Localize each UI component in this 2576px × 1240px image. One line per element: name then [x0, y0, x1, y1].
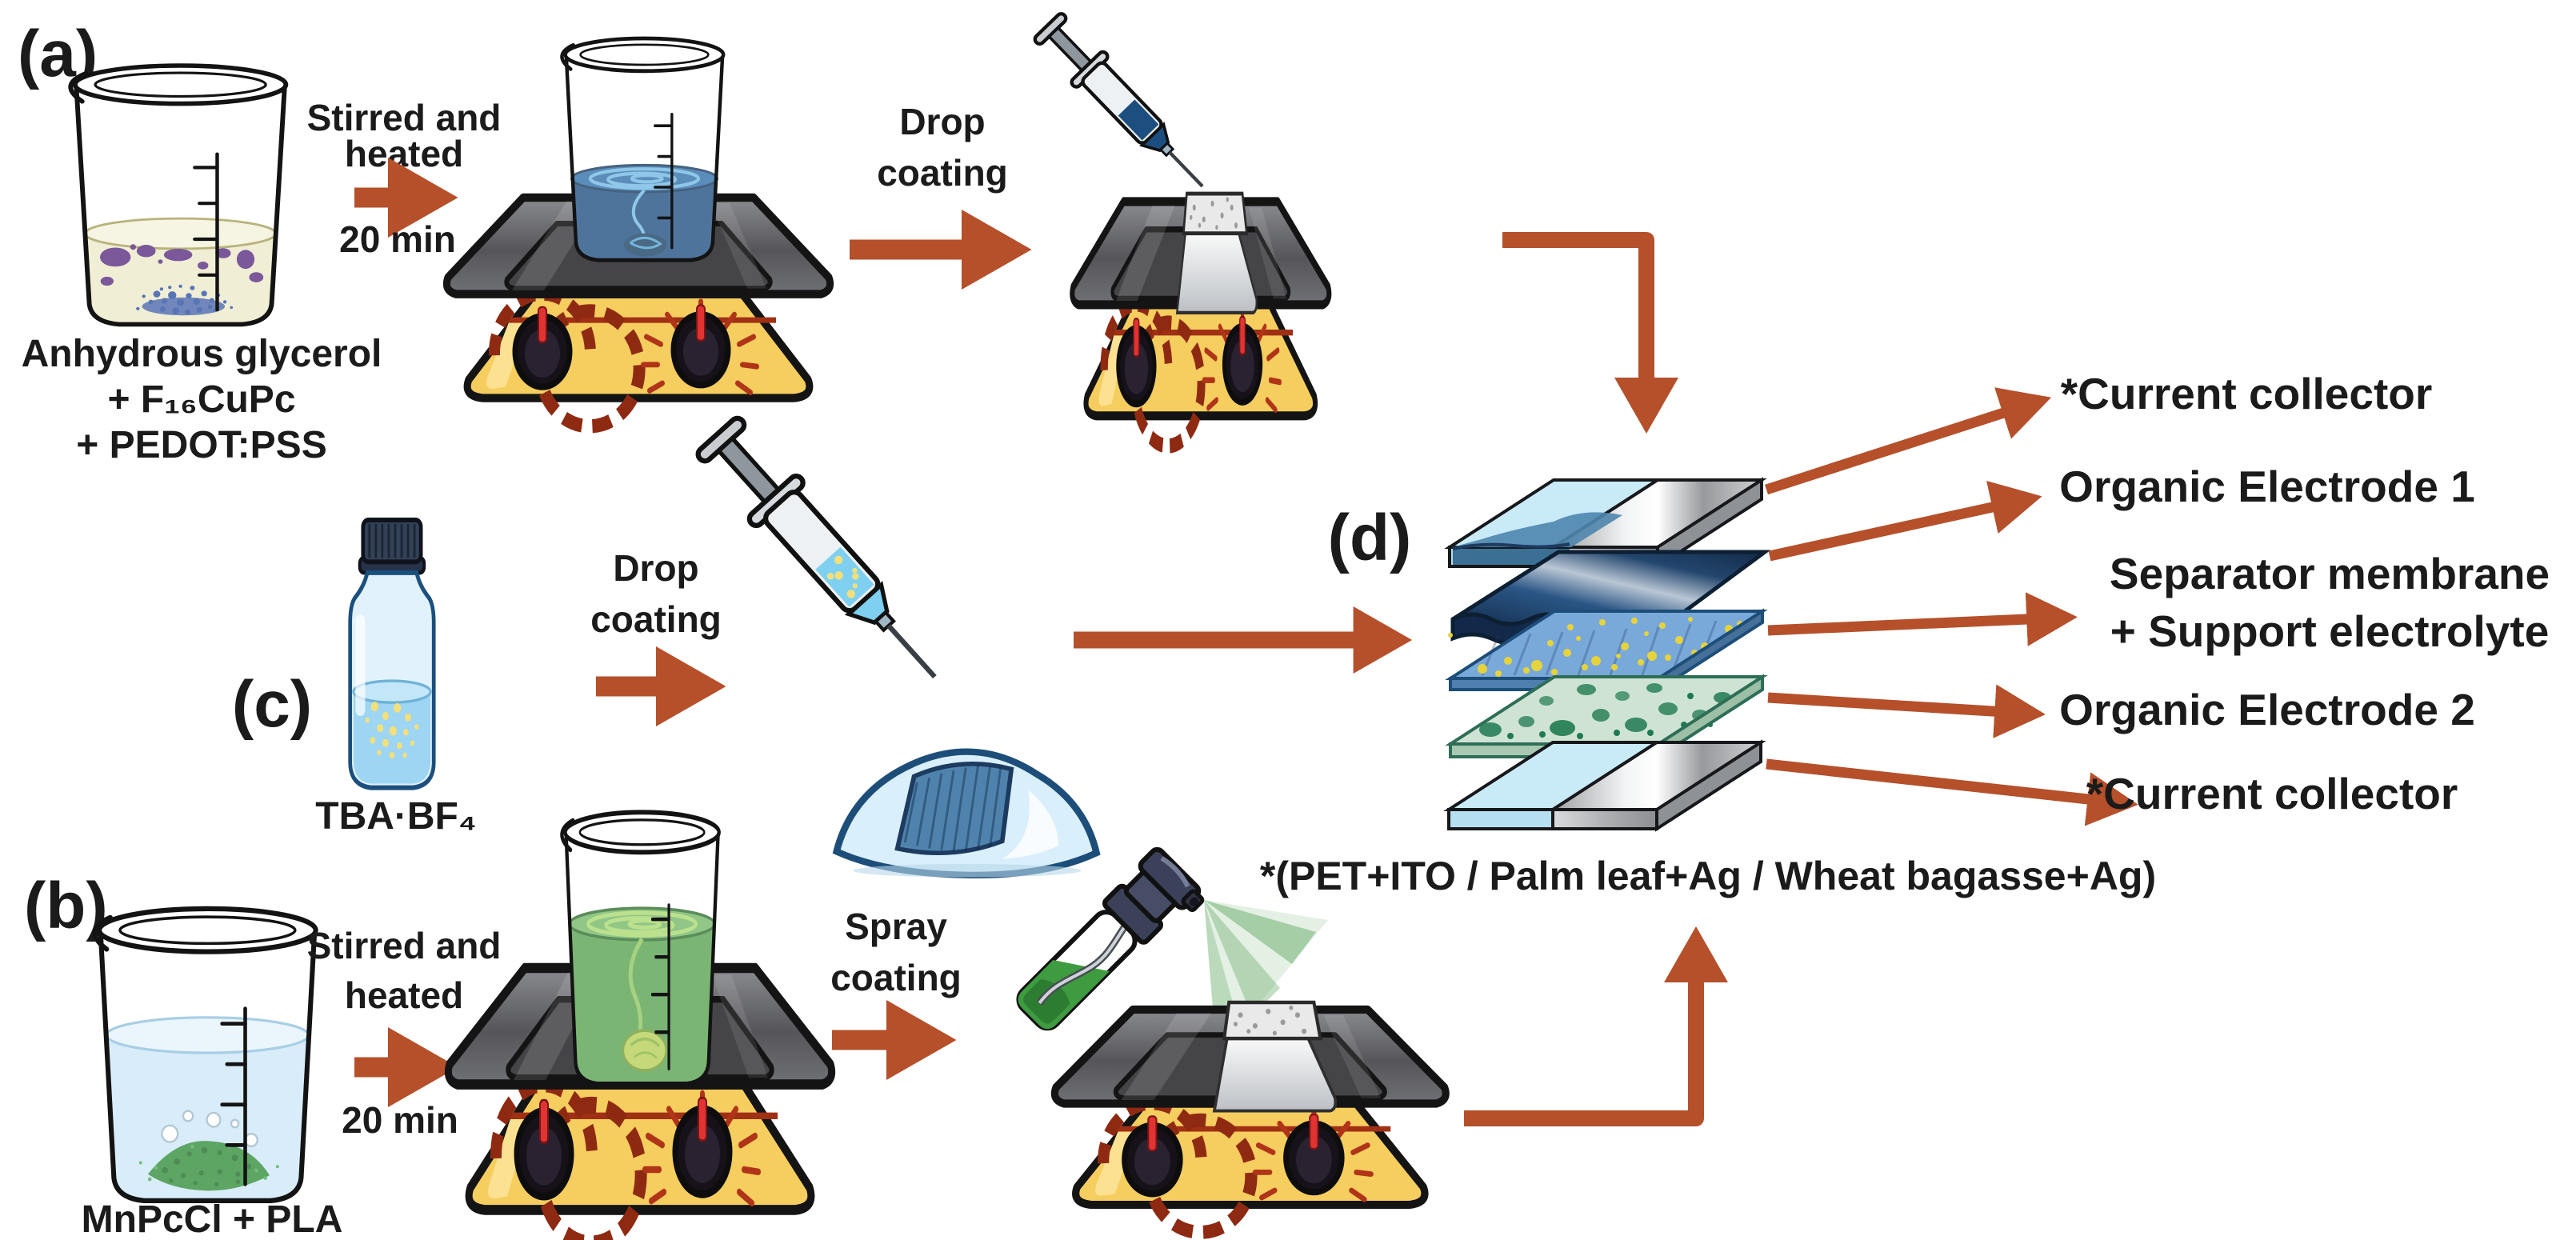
mixture-b-caption: MnPcCl + PLA — [82, 1198, 343, 1240]
layer-arrow-3 — [1767, 592, 2078, 646]
syringe-a-icon — [1033, 12, 1204, 188]
beaker-mixture-b-icon — [94, 909, 315, 1201]
layer-arrow-1 — [1764, 387, 2052, 495]
stack-layer-current-collector-top — [1448, 478, 1763, 568]
hotplate-4-icon — [1054, 1002, 1446, 1232]
spray-b-label-line1: Spray — [845, 906, 947, 947]
to-assembly-arrow-a — [1502, 232, 1678, 434]
stir-b-label-line2: heated — [345, 974, 463, 1016]
syringe-c-icon — [695, 415, 937, 679]
to-assembly-arrow-b — [1464, 926, 1728, 1126]
stir-a-duration: 20 min — [339, 218, 456, 260]
layer-arrow-4 — [1767, 684, 2046, 738]
layer-label-separator-line2: + Support electrolyte — [2110, 606, 2550, 656]
membrane-watch-glass-icon — [832, 748, 1101, 878]
coated-substrate — [1214, 1002, 1335, 1111]
layer-label-organic-electrode-1: Organic Electrode 1 — [2059, 462, 2475, 511]
panel-d: (d) — [1260, 369, 2550, 898]
stir-a-label-line1: Stirred and — [307, 97, 502, 138]
layer-arrow-2 — [1768, 481, 2042, 562]
stir-b-duration: 20 min — [342, 1099, 458, 1141]
layer-arrow-5 — [1766, 758, 2138, 826]
panel-c-label: (c) — [232, 668, 312, 741]
hotplate-2-icon — [1072, 194, 1329, 446]
panel-c: (c) TBA·BF₄ Drop coating — [232, 415, 1413, 878]
beaker-mixture-a-icon — [70, 66, 286, 324]
mixture-a-caption-line2: + F₁₆CuPc — [107, 378, 295, 421]
mixture-a-caption-line3: + PEDOT:PSS — [76, 424, 326, 466]
layer-pointer-arrows — [1764, 387, 2138, 826]
stack-layer-separator — [1445, 608, 1768, 693]
membrane-film — [894, 762, 1014, 855]
drop-c-label-line1: Drop — [613, 547, 698, 589]
tba-salt-particles — [365, 702, 419, 759]
panel-a: (a) Anhydrous glycerol + F₁₆CuPc + PEDOT… — [18, 12, 1678, 466]
mixture-a-caption-line1: Anhydrous glycerol — [22, 333, 382, 375]
panel-d-label: (d) — [1328, 502, 1412, 574]
coated-substrate — [1177, 194, 1256, 313]
panel-b: (b) MnPcCl + PLA Stirred and heated 20 m… — [24, 812, 1728, 1240]
layer-label-separator-line1: Separator membrane — [2110, 549, 2550, 598]
drop-a-label-line2: coating — [877, 152, 1008, 194]
spray-bottle-icon — [1016, 846, 1205, 1031]
stir-a-label-line2: heated — [345, 133, 463, 174]
stir-b-label-line1: Stirred and — [307, 925, 502, 966]
electrode2-blobs — [1479, 683, 1731, 739]
layer-label-current-collector-top: *Current collector — [2061, 369, 2433, 418]
electrolyte-vial-icon — [348, 518, 436, 790]
device-stack — [1445, 478, 1771, 830]
spray-b-label-line2: coating — [830, 957, 962, 998]
beaker-stirring-a-icon — [562, 38, 723, 260]
layer-label-current-collector-bottom: *Current collector — [2086, 769, 2458, 818]
beaker-stirring-b-icon — [562, 812, 718, 1084]
vial-caption: TBA·BF₄ — [315, 795, 477, 838]
drop-c-label-line2: coating — [590, 598, 722, 640]
membrane-texture — [903, 766, 1002, 852]
substrate-footnote: *(PET+ITO / Palm leaf+Ag / Wheat bagasse… — [1260, 854, 2156, 898]
drop-a-label-line1: Drop — [899, 101, 985, 142]
layer-label-organic-electrode-2: Organic Electrode 2 — [2059, 685, 2475, 734]
